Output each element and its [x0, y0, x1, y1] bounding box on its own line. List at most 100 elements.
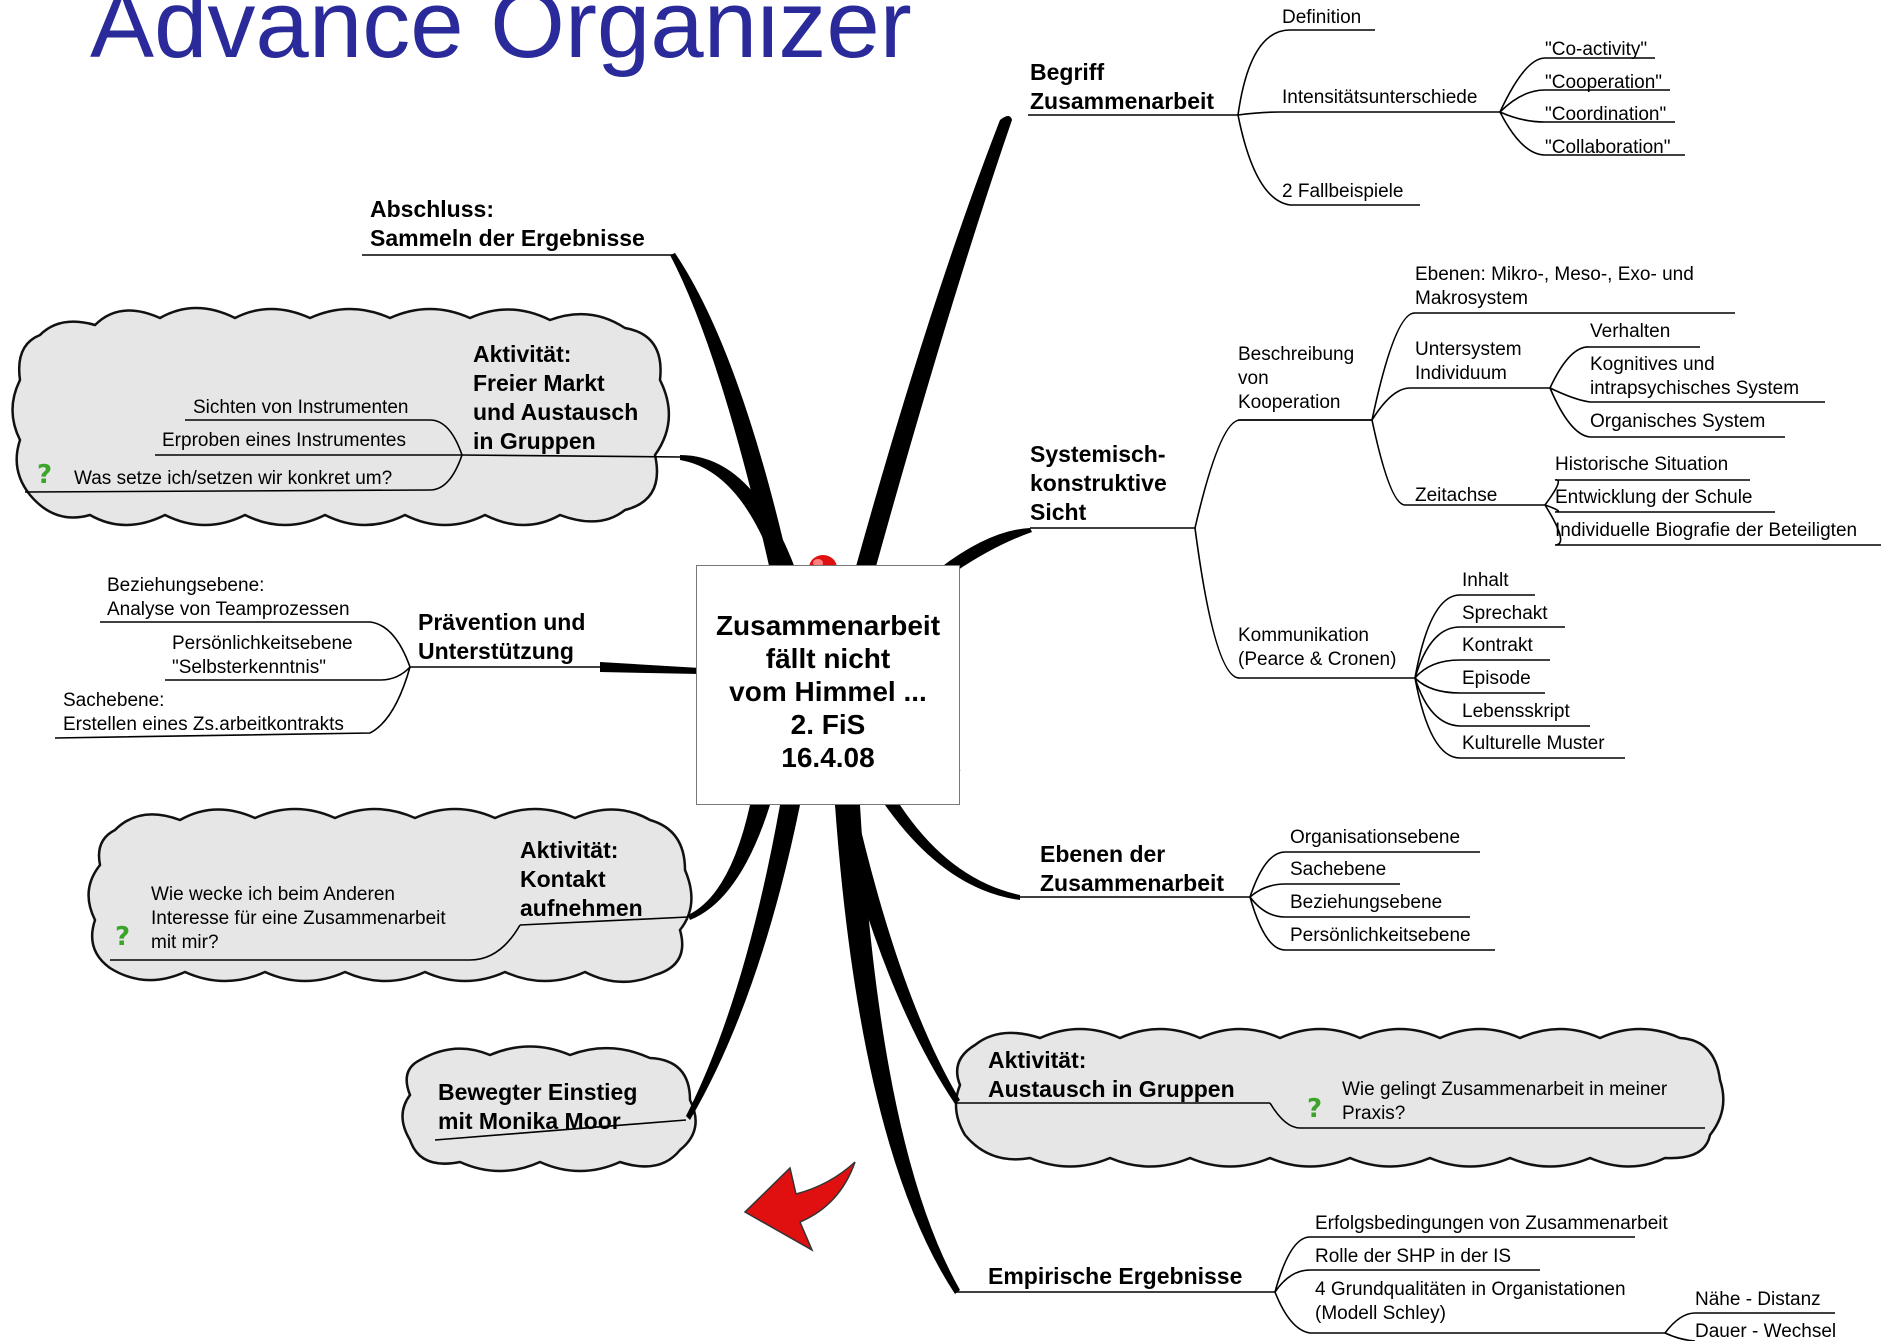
branch-systemisch [940, 528, 1032, 572]
kontakt-question: Wie wecke ich beim Anderen Interesse für… [151, 883, 446, 955]
node-intensitaet: Intensitätsunterschiede [1282, 87, 1478, 108]
heading-line: Aktivität: [988, 1047, 1087, 1073]
clouds [11, 306, 1725, 1173]
heading-line: Sicht [1030, 499, 1087, 525]
kontakt-heading: Aktivität: Kontakt aufnehmen [520, 836, 643, 923]
heading-line: Prävention und [418, 609, 586, 635]
node-zeit-item: Entwicklung der Schule [1555, 487, 1753, 508]
main-branches [600, 116, 1032, 1294]
node-komm-item: Kulturelle Muster [1462, 733, 1605, 754]
question-icon: ? [115, 922, 131, 952]
ebenen-heading: Ebenen der Zusammenarbeit [1040, 840, 1224, 898]
node-organisches: Organisches System [1590, 411, 1766, 432]
branch-empirisch [835, 805, 960, 1294]
page-title: Advance Organizer [90, 0, 912, 78]
node-level: "Coordination" [1545, 104, 1667, 125]
freier-question: Was setze ich/setzen wir konkret um? [74, 468, 393, 489]
heading-line: Bewegter Einstieg [438, 1079, 638, 1105]
node-verhalten: Verhalten [1590, 321, 1671, 342]
heading-line: Austausch in Gruppen [988, 1076, 1235, 1102]
text-line: "Selbsterkenntnis" [172, 657, 326, 678]
heading-line: und Austausch [473, 399, 639, 425]
node-level: "Co-activity" [1545, 39, 1648, 60]
abschluss-heading: Abschluss: Sammeln der Ergebnisse [370, 195, 645, 253]
heading-line: mit Monika Moor [438, 1108, 621, 1134]
node-freier-item: Sichten von Instrumenten [193, 397, 409, 418]
node-zeit-item: Historische Situation [1555, 454, 1729, 475]
heading-line: Sammeln der Ergebnisse [370, 225, 645, 251]
text-line: Individuum [1415, 363, 1507, 384]
text-line: Wie wecke ich beim Anderen [151, 884, 395, 905]
heading-line: Unterstützung [418, 638, 574, 664]
text-line: intrapsychisches System [1590, 378, 1800, 399]
heading-line: Ebenen der [1040, 841, 1166, 867]
empirisch-heading: Empirische Ergebnisse [988, 1263, 1243, 1289]
heading-line: in Gruppen [473, 428, 596, 454]
austausch-heading: Aktivität: Austausch in Gruppen [988, 1046, 1235, 1104]
text-line: Persönlichkeitsebene [172, 633, 353, 654]
node-grundqualitaeten: 4 Grundqualitäten in Organistationen (Mo… [1315, 1278, 1626, 1326]
node-ebene: Persönlichkeitsebene [1290, 925, 1471, 946]
node-empirisch: Rolle der SHP in der IS [1315, 1246, 1512, 1267]
branch-abschluss [670, 253, 790, 570]
text-line: Kooperation [1238, 392, 1341, 413]
heading-line: Aktivität: [473, 341, 572, 367]
heading-line: Kontakt [520, 866, 606, 892]
text-line: Praxis? [1342, 1103, 1406, 1124]
text-line: von [1238, 368, 1269, 389]
question-icon: ? [1307, 1094, 1323, 1124]
text-line: (Modell Schley) [1315, 1303, 1446, 1324]
freier-markt-heading: Aktivität: Freier Markt und Austausch in… [473, 340, 638, 456]
heading-line: Zusammenarbeit [1030, 88, 1215, 114]
branch-freier [680, 455, 795, 568]
text-line: Untersystem [1415, 339, 1522, 360]
cloud-einstieg [401, 1045, 697, 1173]
question-icon: ? [37, 460, 53, 490]
center-line: Zusammenarbeit [715, 609, 941, 641]
branch-praevention [600, 662, 700, 674]
node-grund-item: Nähe - Distanz [1695, 1289, 1821, 1310]
austausch-question: Wie gelingt Zusammenarbeit in meiner Pra… [1342, 1078, 1667, 1126]
begriff-heading: Begriff Zusammenarbeit [1030, 58, 1214, 116]
heading-line: aufnehmen [520, 895, 643, 921]
center-node: Zusammenarbeit fällt nicht vom Himmel ..… [696, 565, 960, 805]
systemisch-heading: Systemisch- konstruktive Sicht [1030, 440, 1167, 527]
node-grund-item: Dauer - Wechsel [1695, 1321, 1837, 1341]
heading-line: Freier Markt [473, 370, 605, 396]
branch-begriff [855, 116, 1012, 570]
node-kognitives: Kognitives und intrapsychisches System [1590, 353, 1799, 401]
branch-austausch [835, 805, 960, 1104]
node-komm-item: Sprechakt [1462, 603, 1548, 624]
center-line: vom Himmel ... [729, 675, 927, 707]
node-praevention: Persönlichkeitsebene "Selbsterkenntnis" [172, 632, 353, 680]
sub-branches [24, 29, 1881, 1341]
text-line: Kommunikation [1238, 625, 1369, 646]
text-line: Analyse von Teamprozessen [107, 599, 350, 620]
branch-kontakt [688, 805, 770, 920]
text-line: Wie gelingt Zusammenarbeit in meiner [1342, 1079, 1668, 1100]
node-ebenen: Ebenen: Mikro-, Meso-, Exo- und Makrosys… [1415, 263, 1694, 311]
branch-einstieg [686, 805, 800, 1120]
heading-line: Zusammenarbeit [1040, 870, 1225, 896]
heading-line: Systemisch- [1030, 441, 1166, 467]
node-ebene: Organisationsebene [1290, 827, 1461, 848]
text-line: 4 Grundqualitäten in Organistationen [1315, 1279, 1626, 1300]
text-line: Interesse für eine Zusammenarbeit [151, 908, 446, 929]
praevention-heading: Prävention und Unterstützung [418, 608, 585, 666]
cloud-freier-markt [11, 306, 671, 527]
node-zeitachse: Zeitachse [1415, 485, 1498, 506]
cloud-austausch [954, 1027, 1725, 1168]
heading-line: Aktivität: [520, 837, 619, 863]
heading-line: Begriff [1030, 59, 1105, 85]
text-line: mit mir? [151, 932, 219, 953]
node-freier-item: Erproben eines Instrumentes [162, 430, 406, 451]
text-line: Beziehungsebene: [107, 575, 265, 596]
node-untersystem: Untersystem Individuum [1415, 338, 1522, 386]
text-line: (Pearce & Cronen) [1238, 649, 1397, 670]
node-ebene: Sachebene [1290, 859, 1387, 880]
node-praevention: Beziehungsebene: Analyse von Teamprozess… [107, 574, 350, 622]
text-line: Sachebene: [63, 690, 165, 711]
node-komm-item: Episode [1462, 668, 1531, 689]
node-praevention: Sachebene: Erstellen eines Zs.arbeitkont… [63, 689, 344, 737]
